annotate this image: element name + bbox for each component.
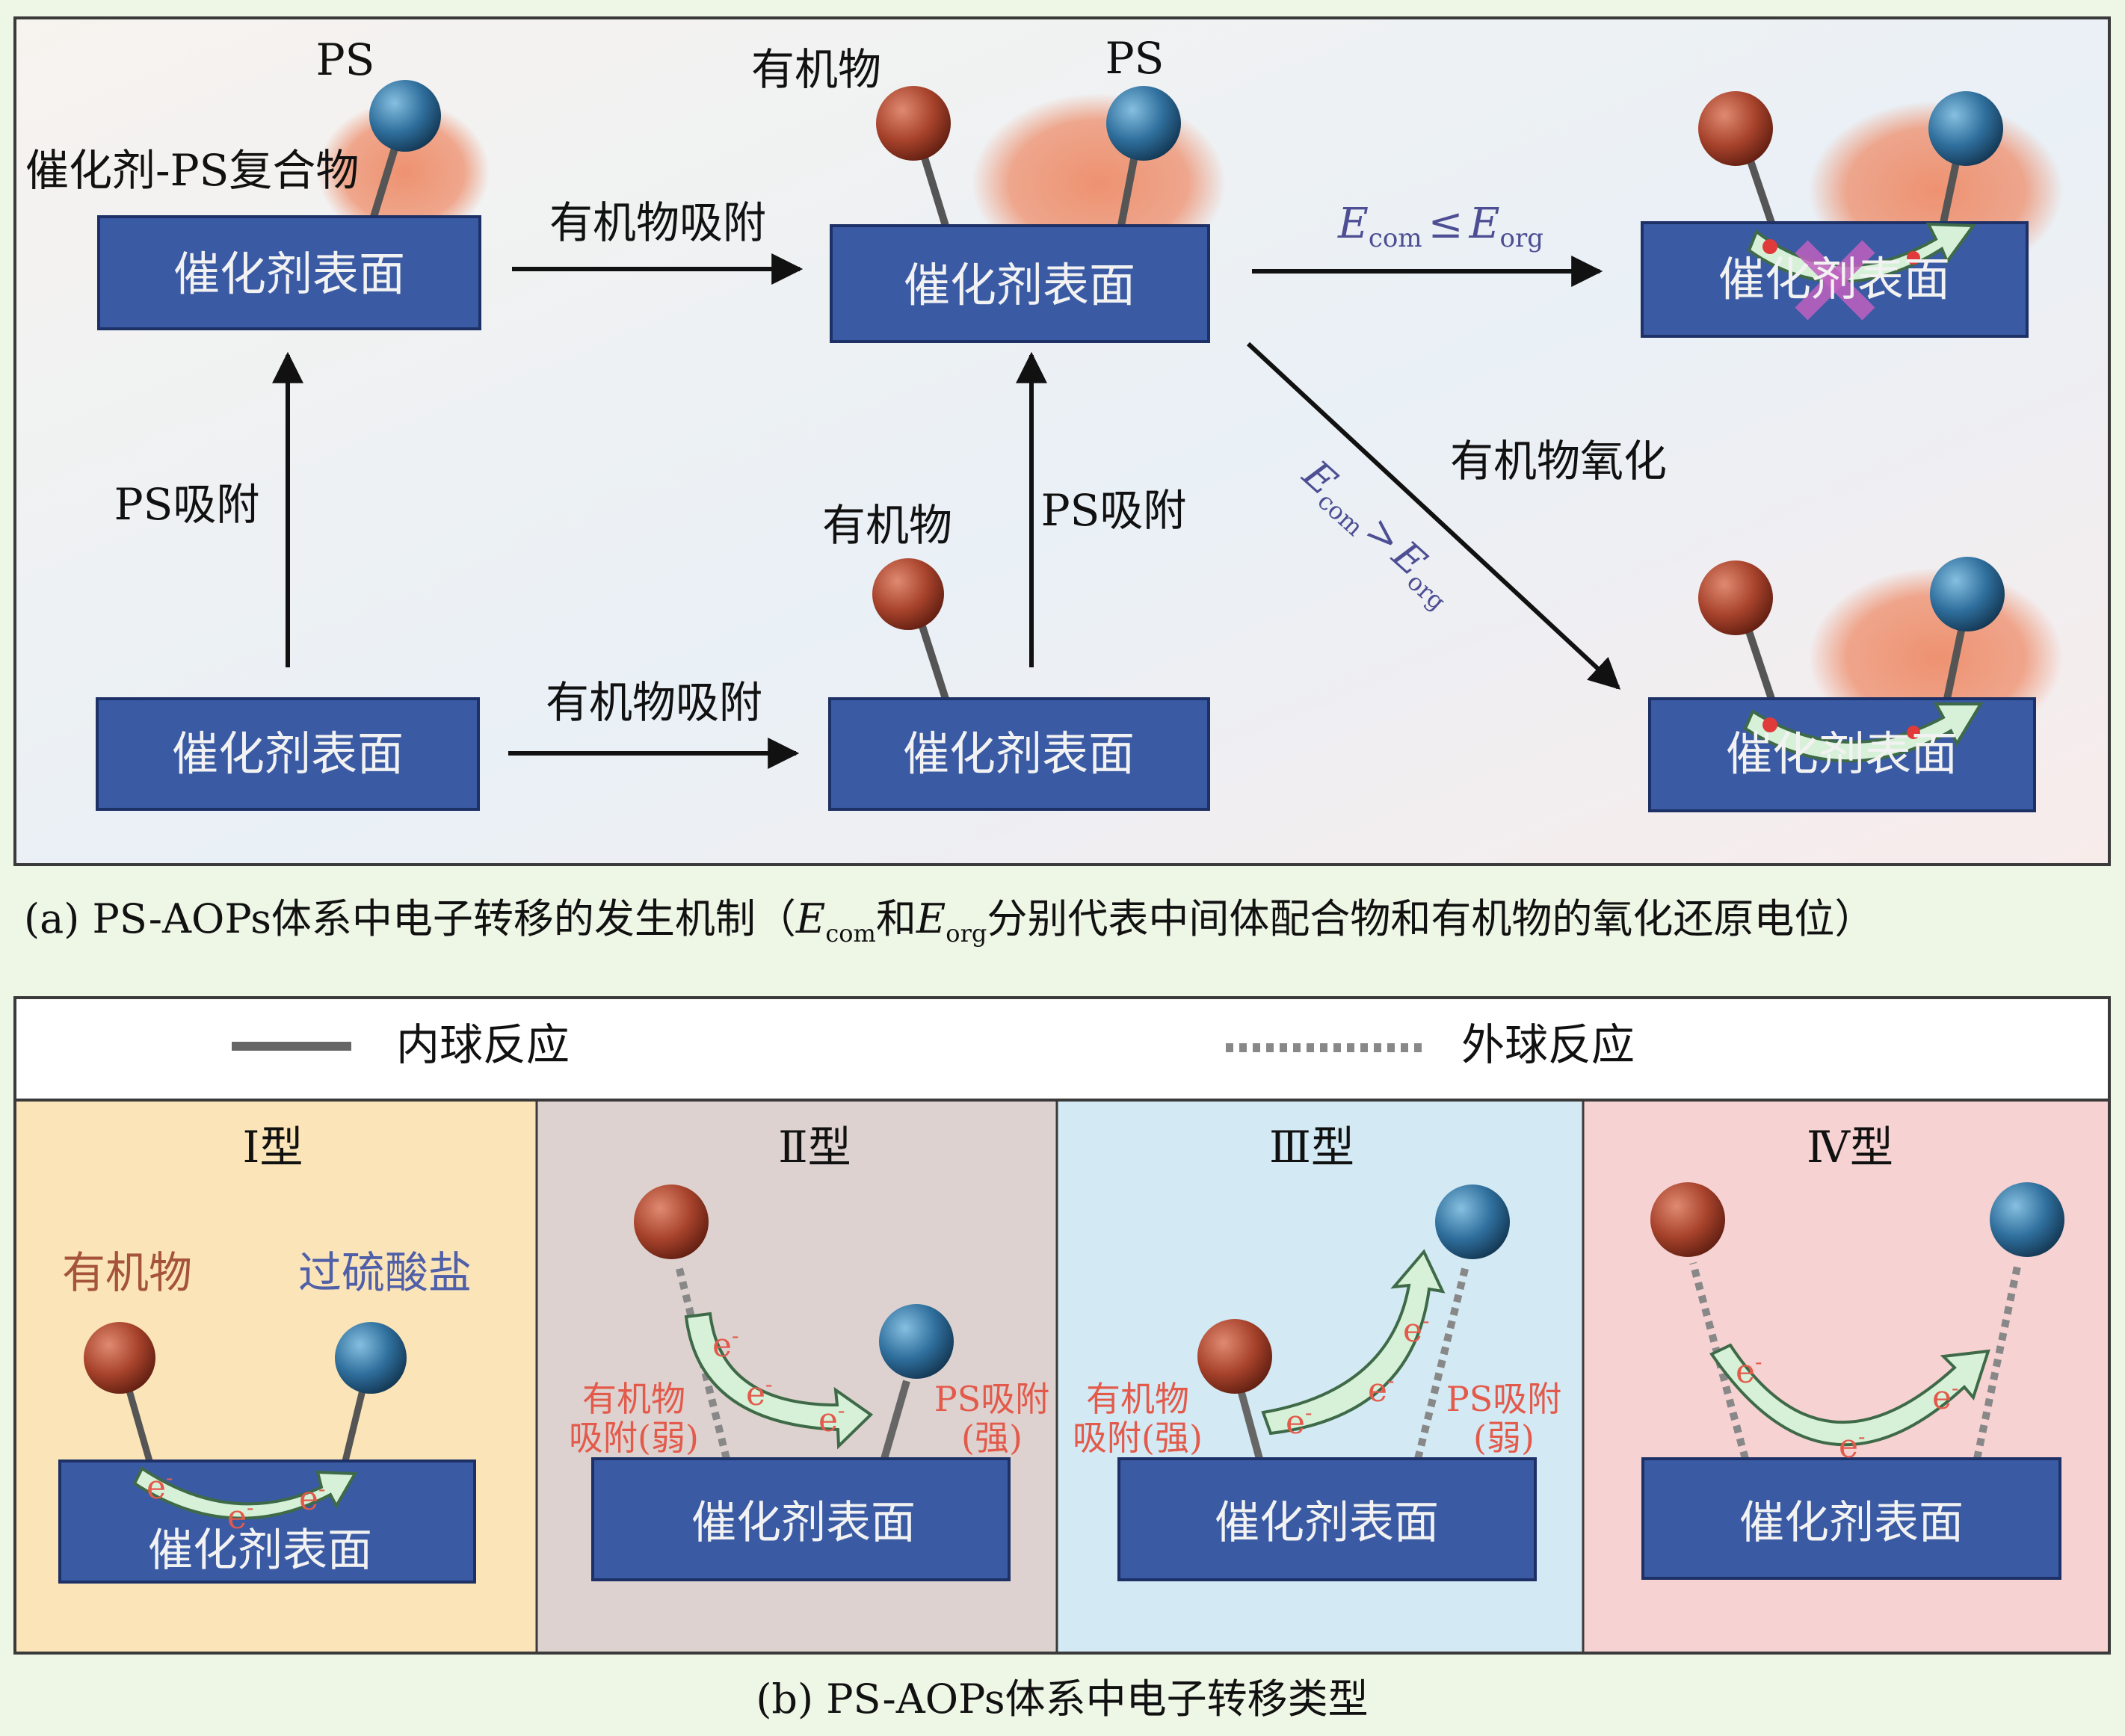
organic-adsorption-label: 有机物 bbox=[582, 1379, 685, 1419]
type-II-title: Ⅱ型 bbox=[778, 1122, 851, 1173]
ps-ball bbox=[1106, 86, 1181, 161]
electron-transfer-arrow bbox=[1709, 1343, 1990, 1447]
flow-arrow bbox=[1246, 342, 1621, 690]
ps-halo bbox=[318, 101, 490, 243]
electron-label: e- bbox=[1932, 1376, 1959, 1417]
electron-dot bbox=[1762, 239, 1777, 254]
ps-label: PS bbox=[316, 34, 375, 85]
catalyst-surface bbox=[97, 215, 481, 330]
electron-label: e- bbox=[299, 1477, 326, 1518]
organic-ball bbox=[1698, 91, 1773, 166]
electron-label: e- bbox=[712, 1323, 739, 1365]
surface-label: 催化剂表面 bbox=[1718, 252, 1950, 306]
arrow-label-organic-adsorption: 有机物吸附 bbox=[546, 677, 762, 728]
electron-label: e- bbox=[1736, 1350, 1762, 1391]
surface-label: 催化剂表面 bbox=[904, 258, 1135, 312]
electron-transfer-arrow bbox=[1261, 1249, 1446, 1436]
catalyst-surface bbox=[1117, 1457, 1537, 1581]
catalyst-surface bbox=[828, 697, 1210, 811]
inner-sphere-link bbox=[880, 1380, 910, 1460]
ps-ball bbox=[1928, 91, 2003, 166]
outer-sphere-legend-label: 外球反应 bbox=[1461, 1019, 1635, 1070]
ps-adsorption-label: PS吸附 bbox=[934, 1379, 1049, 1419]
surface-label: 催化剂表面 bbox=[172, 726, 404, 781]
arrow-label-organic-oxidation: 有机物氧化 bbox=[1450, 436, 1667, 486]
organic-ball bbox=[1698, 560, 1773, 635]
electron-transfer-arrow bbox=[684, 1312, 874, 1450]
surface-label: 催化剂表面 bbox=[1215, 1497, 1439, 1549]
outer-sphere-link bbox=[1973, 1261, 2022, 1460]
ps-adsorption-label: (强) bbox=[961, 1418, 1023, 1458]
organic-label: 有机物 bbox=[62, 1247, 192, 1298]
electron-label: e- bbox=[818, 1398, 845, 1439]
electron-label: e- bbox=[1368, 1368, 1395, 1409]
surface-label: 催化剂表面 bbox=[1726, 726, 1958, 781]
arrow-label-ps-adsorption: PS吸附 bbox=[1041, 485, 1187, 536]
electron-label: e- bbox=[746, 1372, 773, 1413]
organic-ball bbox=[876, 86, 951, 161]
surface-label: 催化剂表面 bbox=[903, 726, 1135, 781]
arrow-label-ps-adsorption: PS吸附 bbox=[114, 479, 260, 530]
organic-label: 有机物 bbox=[751, 44, 881, 95]
outer-sphere-link bbox=[1414, 1261, 1470, 1460]
electron-label: e- bbox=[1839, 1424, 1866, 1465]
electron-transfer-arrow bbox=[1743, 702, 1984, 763]
type-IV-title: Ⅳ型 bbox=[1807, 1122, 1893, 1173]
ps-adsorption-label: PS吸附 bbox=[1446, 1379, 1561, 1419]
type-III-title: Ⅲ型 bbox=[1269, 1122, 1354, 1173]
arrow-label-organic-adsorption: 有机物吸附 bbox=[549, 197, 766, 248]
ps-ball bbox=[1435, 1184, 1510, 1259]
persulfate-label: 过硫酸盐 bbox=[298, 1247, 472, 1298]
electron-label: e- bbox=[147, 1465, 173, 1507]
condition-le-label: Ecom≤Eorg bbox=[1337, 200, 1543, 253]
organic-ball bbox=[634, 1184, 709, 1259]
surface-label: 催化剂表面 bbox=[1739, 1497, 1964, 1549]
ps-ball bbox=[1990, 1182, 2064, 1257]
catalyst-surface bbox=[1641, 1457, 2061, 1580]
inner-sphere-legend-label: 内球反应 bbox=[396, 1019, 570, 1070]
catalyst-surface bbox=[830, 224, 1210, 343]
organic-ball bbox=[1650, 1182, 1725, 1257]
catalyst-surface bbox=[58, 1459, 476, 1584]
organic-ball bbox=[84, 1322, 155, 1394]
ps-ball bbox=[879, 1304, 954, 1379]
surface-label: 催化剂表面 bbox=[691, 1497, 916, 1549]
catalyst-surface bbox=[96, 697, 480, 811]
organic-ball bbox=[872, 558, 944, 630]
panel-a-caption: (a) PS-AOPs体系中电子转移的发生机制（Ecom和Eorg分别代表中间体… bbox=[24, 895, 1875, 948]
organic-adsorption-label: 有机物 bbox=[1086, 1379, 1189, 1419]
ps-adsorption-label: (弱) bbox=[1473, 1418, 1535, 1458]
surface-label: 催化剂表面 bbox=[148, 1525, 372, 1577]
electron-label: e- bbox=[1286, 1400, 1313, 1442]
electron-dot bbox=[1907, 726, 1920, 739]
inner-sphere-link bbox=[1237, 1389, 1263, 1460]
electron-label: e- bbox=[1403, 1309, 1430, 1350]
organic-adsorption-label: 吸附(弱) bbox=[569, 1418, 699, 1458]
ps-ball bbox=[1930, 557, 2005, 631]
organic-adsorption-label: 吸附(强) bbox=[1073, 1418, 1203, 1458]
organic-ball bbox=[1197, 1319, 1272, 1394]
ps-label: PS bbox=[1105, 33, 1165, 84]
complex-label: 催化剂-PS复合物 bbox=[25, 145, 359, 196]
organic-label: 有机物 bbox=[822, 500, 952, 551]
electron-label: e- bbox=[227, 1495, 254, 1536]
ps-ball bbox=[335, 1322, 407, 1394]
electron-dot bbox=[1907, 251, 1920, 265]
ps-ball bbox=[369, 80, 441, 152]
panel-b-caption: (b) PS-AOPs体系中电子转移类型 bbox=[756, 1675, 1368, 1723]
type-I-title: Ⅰ型 bbox=[243, 1122, 303, 1173]
surface-label: 催化剂表面 bbox=[173, 247, 405, 301]
electron-dot bbox=[1762, 717, 1777, 732]
electron-transfer-arrow bbox=[132, 1466, 358, 1520]
blocked-cross-icon bbox=[1795, 240, 1875, 321]
catalyst-surface bbox=[591, 1457, 1011, 1581]
